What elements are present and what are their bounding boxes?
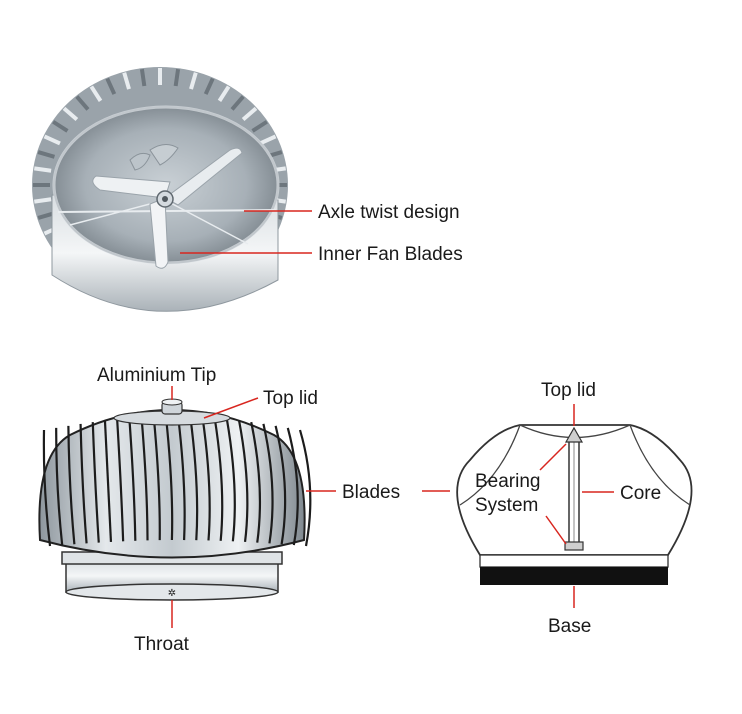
corrugation-rib bbox=[105, 77, 117, 95]
turbine-blade bbox=[250, 421, 262, 543]
bearing-bottom-leader bbox=[545, 515, 567, 545]
corrugation-rib bbox=[251, 120, 268, 133]
corrugation-rib bbox=[241, 106, 258, 122]
turbine-blade bbox=[128, 417, 137, 541]
corrugation-rib bbox=[62, 106, 79, 122]
corrugation-rib bbox=[75, 95, 90, 111]
corrugation-rib bbox=[173, 68, 181, 87]
brand-mark-icon: ✲ bbox=[168, 588, 176, 599]
section-label-base: Base bbox=[548, 616, 591, 637]
turbine-blade bbox=[189, 416, 199, 541]
turbine-blade-ribs bbox=[42, 415, 312, 547]
bearing-top-leader bbox=[539, 443, 567, 471]
corrugation-rib bbox=[89, 85, 103, 102]
corrugation-rib bbox=[203, 77, 215, 95]
corrugation-rib bbox=[37, 150, 56, 159]
turbine-blade bbox=[103, 420, 113, 542]
turbine-blade bbox=[201, 416, 211, 541]
corrugation-rib bbox=[122, 72, 131, 90]
turbine-blade bbox=[116, 418, 125, 542]
turbine-blade bbox=[55, 427, 64, 546]
corrugation-rib bbox=[259, 134, 277, 146]
label-throat: Throat bbox=[134, 634, 190, 655]
turbine-blade bbox=[286, 427, 299, 546]
corrugation-rib bbox=[34, 166, 52, 173]
corrugation-rib bbox=[189, 72, 198, 90]
corrugation-rib bbox=[34, 197, 52, 204]
inner-fan-photo: Axle twist design Inner Fan Blades bbox=[32, 67, 463, 312]
section-label-bearing: Bearing bbox=[475, 471, 541, 492]
top-lid-leader-line bbox=[203, 397, 259, 419]
label-aluminium-tip: Aluminium Tip bbox=[97, 365, 216, 386]
cross-section-view: Top lid Bearing System Core Base bbox=[422, 380, 693, 637]
turbine-blade bbox=[237, 420, 249, 543]
turbine-blade bbox=[67, 425, 76, 545]
turbine-blade bbox=[274, 425, 287, 545]
section-label-system: System bbox=[475, 495, 538, 516]
turbine-blade bbox=[91, 422, 100, 543]
section-label-core: Core bbox=[620, 483, 661, 504]
label-axle-twist-design: Axle twist design bbox=[318, 202, 460, 223]
corrugation-rib bbox=[43, 134, 61, 146]
label-inner-fan-blades: Inner Fan Blades bbox=[318, 244, 463, 265]
top-bearing bbox=[564, 426, 584, 443]
turbine-blade bbox=[79, 423, 88, 544]
turbine-blade bbox=[42, 429, 52, 547]
turbine-blade bbox=[298, 429, 312, 547]
label-top-lid: Top lid bbox=[263, 388, 318, 409]
turbine-blade bbox=[177, 415, 186, 541]
turbine-blade bbox=[140, 416, 149, 541]
turbine-blade bbox=[213, 417, 224, 541]
turbine-blade bbox=[152, 416, 161, 541]
section-base-band bbox=[480, 567, 668, 585]
corrugation-rib bbox=[52, 120, 69, 133]
turbine-blade bbox=[262, 423, 274, 544]
turbine-blade bbox=[225, 418, 236, 542]
cross-wire bbox=[57, 209, 277, 213]
fan-blades bbox=[92, 147, 243, 269]
corrugation-rib bbox=[139, 68, 147, 87]
label-blades: Blades bbox=[342, 482, 400, 503]
turbine-external-view: ✲ Aluminium Tip Top lid Blades Throat bbox=[38, 365, 400, 655]
corrugation-rib bbox=[230, 95, 245, 111]
corrugation-rib bbox=[217, 85, 231, 102]
section-label-top-lid: Top lid bbox=[541, 380, 596, 401]
bottom-bearing bbox=[564, 541, 584, 551]
turbine-blade bbox=[164, 415, 174, 541]
